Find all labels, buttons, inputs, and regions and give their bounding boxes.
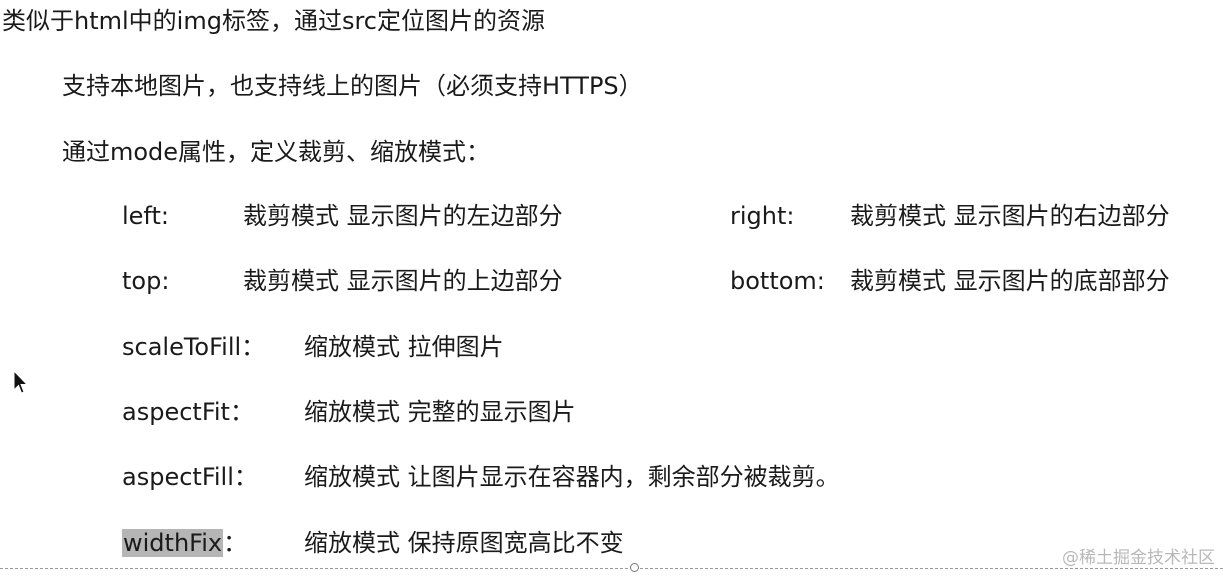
- watermark: @稀土掘金技术社区: [1062, 548, 1215, 568]
- mode-desc-left: 裁剪模式 显示图片的左边部分: [243, 202, 563, 230]
- resize-handle-icon[interactable]: [630, 563, 639, 572]
- point-mode-attribute: 通过mode属性，定义裁剪、缩放模式：: [62, 138, 491, 166]
- mode-key-aspectfit-separator: ：: [229, 398, 254, 426]
- mode-desc-top: 裁剪模式 显示图片的上边部分: [243, 267, 563, 295]
- mode-desc-aspectfit: 缩放模式 完整的显示图片: [304, 398, 576, 426]
- mode-key-aspectfill-name: aspectFill: [122, 463, 234, 491]
- mode-key-scaletofill-name: scaleToFill: [122, 333, 242, 361]
- mode-desc-aspectfill: 缩放模式 让图片显示在容器内，剩余部分被裁剪。: [304, 463, 840, 491]
- mode-desc-widthfix: 缩放模式 保持原图宽高比不变: [304, 529, 624, 557]
- mode-key-scaletofill: scaleToFill：: [122, 332, 265, 362]
- mode-key-aspectfit: aspectFit：: [122, 397, 254, 427]
- mode-key-scaletofill-separator: ：: [241, 333, 266, 361]
- mode-key-aspectfill: aspectFill：: [122, 462, 258, 492]
- point-local-online-images: 支持本地图片，也支持线上的图片（必须支持HTTPS）: [62, 72, 643, 100]
- mode-key-widthfix: widthFix：: [122, 528, 247, 558]
- mode-key-widthfix-name[interactable]: widthFix: [122, 529, 224, 557]
- page-bottom-border: [0, 568, 1223, 569]
- mouse-cursor-icon: [13, 370, 29, 394]
- mode-key-top: top:: [122, 267, 170, 295]
- mode-key-right: right:: [730, 202, 795, 230]
- mode-key-aspectfill-separator: ：: [233, 463, 258, 491]
- mode-key-aspectfit-name: aspectFit: [122, 398, 230, 426]
- mode-desc-right: 裁剪模式 显示图片的右边部分: [850, 202, 1170, 230]
- mode-key-left: left:: [122, 202, 169, 230]
- mode-desc-bottom: 裁剪模式 显示图片的底部部分: [850, 267, 1170, 295]
- heading: 类似于html中的img标签，通过src定位图片的资源: [2, 7, 545, 35]
- mode-key-bottom: bottom:: [730, 267, 825, 295]
- mode-key-widthfix-separator: ：: [223, 529, 248, 557]
- mode-desc-scaletofill: 缩放模式 拉伸图片: [304, 333, 504, 361]
